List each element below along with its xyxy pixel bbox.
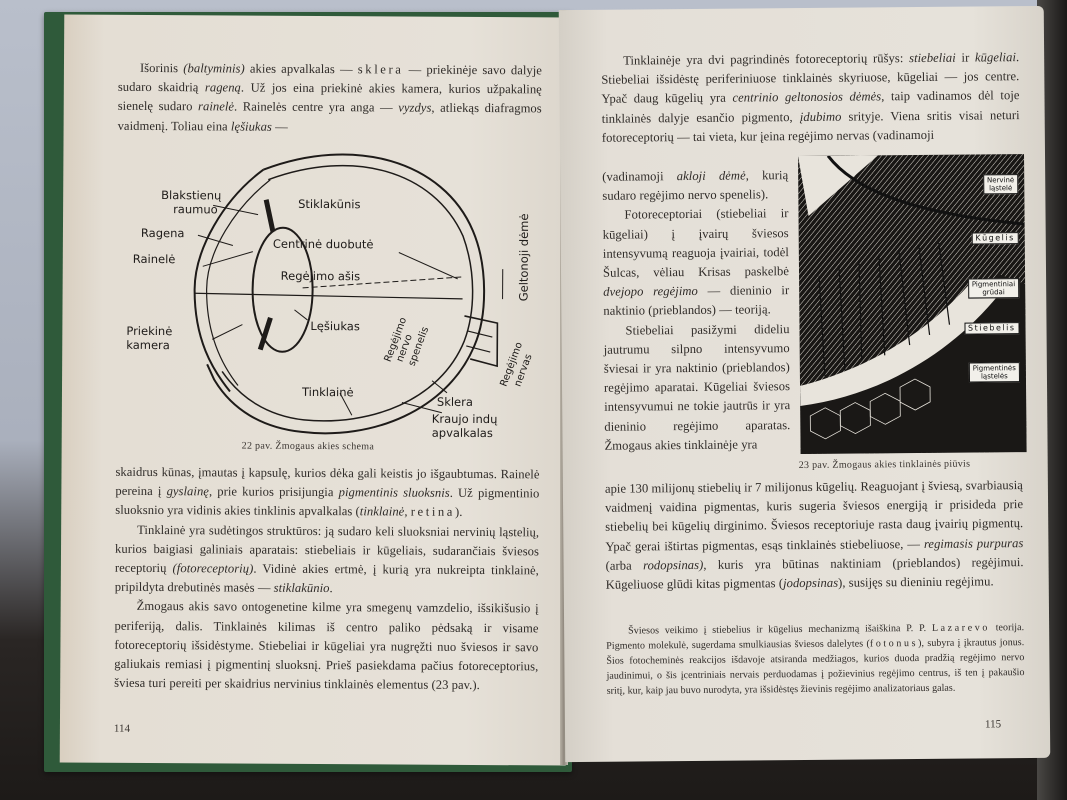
- label-rainele: Rainelė: [133, 252, 176, 266]
- right-paragraph-1-top: Tinklainėje yra dvi pagrindinės fotorece…: [601, 50, 1020, 145]
- right-column-narrow: (srityje. Viena sritis visai neturi foto…: [602, 166, 791, 456]
- label-kraujo-indu: Kraujo indų: [432, 412, 498, 426]
- eye-schema-figure: Blakstienų raumuo Stiklakūnis Ragena Cen…: [126, 153, 535, 440]
- left-paragraph-4: Žmogaus akis savo ontogenetine kilme yra…: [114, 599, 539, 693]
- right-small-print: Šviesos veikimo į stiebelius ir kūgelius…: [606, 622, 1025, 697]
- label-tinklaine: Tinklainė: [301, 385, 354, 399]
- label-regejimo-asis: Regėjimo ašis: [281, 269, 361, 283]
- label-ragena: Ragena: [141, 226, 185, 240]
- label-priekine: Priekinė: [126, 324, 172, 338]
- tag-kugelis: Kūgelis: [971, 232, 1019, 245]
- right-paragraph-3: Stiebeliai pasižymi dideliu jautrumu sil…: [603, 321, 791, 453]
- right-paragraph-3-cont: apie 130 milijonų stiebelių ir 7 milijon…: [604, 478, 1024, 592]
- figure-23-caption: 23 pav. Žmogaus akies tinklainės piūvis: [798, 458, 971, 472]
- label-kamera: kamera: [126, 338, 170, 352]
- left-page: Išorinis (baltyminis) akies apvalkalas —…: [59, 14, 571, 766]
- retina-illustration: [798, 154, 1027, 455]
- label-centrine-duobute: Centrinė duobutė: [273, 237, 374, 252]
- label-apvalkalas: apvalkalas: [432, 426, 493, 440]
- label-lesiukas: Lęšiukas: [310, 319, 360, 333]
- label-stiklakunis: Stiklakūnis: [298, 197, 360, 211]
- tag-stiebelis: Stiebelis: [963, 322, 1020, 335]
- label-geltonoji-deme: Geltonoji dėmė: [517, 213, 532, 301]
- right-page: Tinklainėje yra dvi pagrindinės fotorece…: [558, 5, 1051, 763]
- label-blakstienu: Blakstienų: [161, 188, 222, 202]
- figure-22-caption: 22 pav. Žmogaus akies schema: [241, 440, 375, 453]
- label-raumuo: raumuo: [173, 202, 218, 216]
- page-number-right: 115: [984, 718, 1002, 731]
- label-sklera: Sklera: [437, 395, 473, 409]
- page-number-left: 114: [113, 722, 131, 735]
- left-paragraph-1: Išorinis (baltyminis) akies apvalkalas —…: [117, 60, 542, 134]
- left-paragraph-2: skaidrus kūnas, įmautas į kapsulę, kurio…: [114, 463, 539, 696]
